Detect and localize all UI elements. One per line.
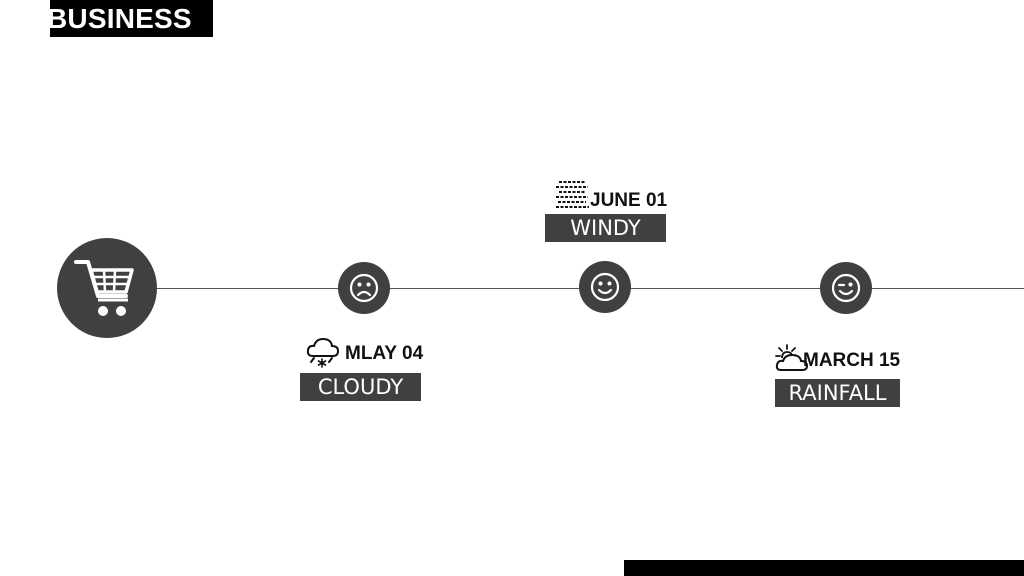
- fog-icon: [556, 181, 589, 208]
- winking-face-icon: [831, 273, 861, 303]
- start-node: [57, 238, 157, 338]
- happy-face-icon: [590, 272, 620, 302]
- timeline-node-1: [338, 262, 390, 314]
- timeline-node-2: [579, 261, 631, 313]
- event-tag-2: WINDY: [545, 214, 666, 242]
- cloud-snow-icon: [306, 337, 340, 368]
- event-date-2: JUNE 01: [590, 190, 668, 211]
- event-date-3: MARCH 15: [803, 350, 901, 371]
- partly-sunny-icon: [775, 344, 809, 371]
- event-tag-1: CLOUDY: [300, 373, 421, 401]
- sad-face-icon: [349, 273, 379, 303]
- page-title: BUSINESS: [50, 3, 192, 34]
- title-bar: BUSINESS: [50, 0, 213, 37]
- bottom-bar: [624, 560, 1024, 576]
- timeline-node-3: [820, 262, 872, 314]
- shopping-cart-icon: [74, 260, 134, 316]
- event-date-1: MLAY 04: [345, 343, 424, 364]
- event-tag-3: RAINFALL: [775, 379, 900, 407]
